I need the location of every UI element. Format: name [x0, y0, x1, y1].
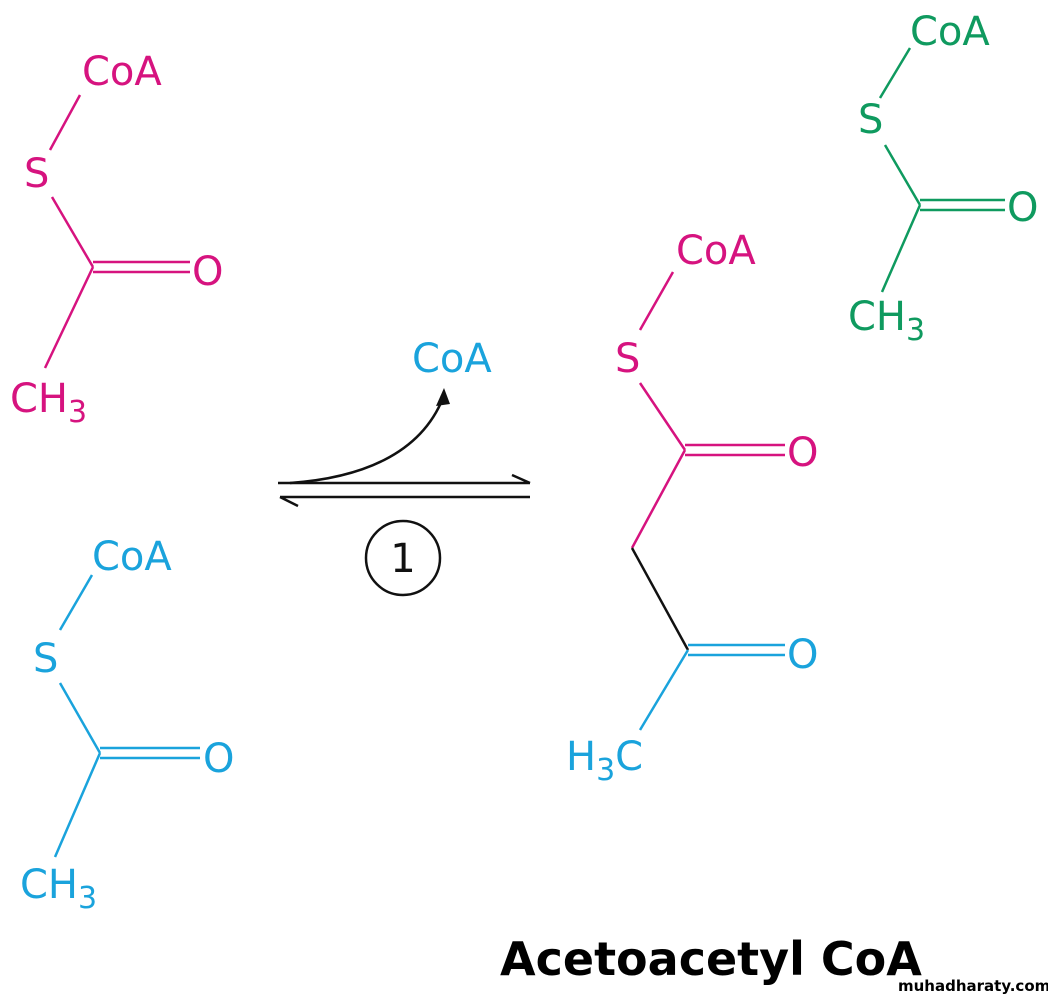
sulfur-label: S: [615, 336, 640, 382]
oxygen-label: O: [787, 632, 818, 678]
bonds: [43, 94, 190, 369]
oxygen-label: O: [1007, 185, 1038, 231]
methyl-label: CH3: [20, 862, 97, 916]
equilibrium-arrows: CoA 1: [278, 336, 531, 597]
coa-label: CoA: [676, 228, 756, 274]
sulfur-label: S: [858, 97, 883, 143]
curved-release-arrow: [289, 397, 445, 485]
methyl-label: CH3: [848, 294, 925, 348]
reverse-arrow: [279, 495, 530, 508]
oxygen-label: O: [192, 249, 223, 295]
acetoacetyl-coa-product: CoA S O O H3C: [566, 228, 818, 788]
magenta-bonds: [630, 271, 785, 549]
coa-label: CoA: [92, 534, 172, 580]
oxygen-label: O: [787, 430, 818, 476]
bonds: [878, 47, 1005, 293]
watermark: muhadharaty.com: [898, 977, 1048, 995]
coa-label: CoA: [910, 9, 990, 55]
methyl-label: H3C: [566, 734, 643, 788]
coa-label: CoA: [82, 49, 162, 95]
step-circle: [364, 519, 442, 597]
product-title: Acetoacetyl CoA: [500, 932, 922, 986]
sulfur-label: S: [33, 636, 58, 682]
sulfur-label: S: [24, 151, 49, 197]
cyan-bonds: [638, 643, 785, 731]
acetyl-coa-green: CoA S O CH3: [848, 9, 1038, 348]
methyl-label: CH3: [10, 376, 87, 430]
acetyl-coa-reactant-2: CoA S O CH3: [20, 534, 234, 916]
acetyl-coa-reactant-1: CoA S O CH3: [10, 49, 223, 430]
oxygen-label: O: [203, 736, 234, 782]
arrowhead-icon: [436, 388, 450, 406]
step-number: 1: [390, 536, 415, 582]
forward-arrow: [278, 473, 531, 485]
released-coa-label: CoA: [412, 336, 492, 382]
bonds: [53, 574, 200, 858]
new-cc-bond: [630, 547, 690, 651]
